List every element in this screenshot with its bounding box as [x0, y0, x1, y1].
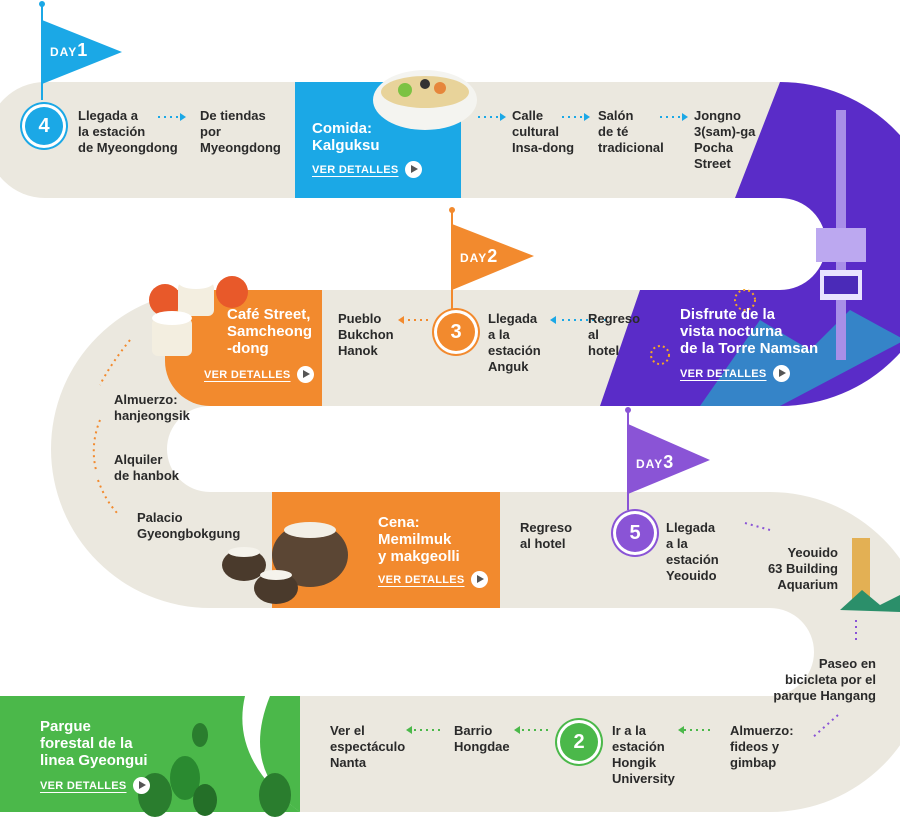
stop-hanbok-rental: Alquiler de hanbok: [114, 452, 180, 483]
forest-details-link[interactable]: VER DETALLES: [40, 777, 150, 794]
namsan-card-title: Disfrute de la vista nocturna de la Torr…: [680, 306, 819, 357]
stop-nanta: Ver el espectáculo Nanta: [330, 723, 406, 770]
day1-flag-number: 1: [77, 40, 89, 60]
day1-step-badge: 4: [25, 107, 63, 145]
stop-hangang-bike: Paseo en bicicleta por el parque Hangang: [773, 656, 876, 703]
stop-jongno-pocha: Jongno 3(sam)-ga Pocha Street: [694, 108, 756, 171]
63-building-illustration: [840, 538, 900, 612]
forest-card-bg: [0, 696, 300, 812]
stop-myeongdong-station: Llegada a la estación de Myeongdong: [78, 108, 178, 155]
stop-bukchon-hanok: Pueblo Bukchon Hanok: [338, 311, 394, 358]
bingsu-illustration: [149, 275, 248, 356]
cafe-card-title: Café Street, Samcheong -dong: [227, 306, 313, 357]
day1-flag-day: DAY: [50, 45, 78, 59]
stop-insadong: Calle cultural Insa-dong: [512, 108, 575, 155]
stop-63-aquarium: Yeouido 63 Building Aquarium: [767, 545, 838, 592]
play-icon: [404, 161, 422, 178]
namsan-night-card-bg: [600, 82, 900, 406]
day2-flag-label: DAY2: [460, 246, 498, 267]
stop-return-hotel: Regreso al hotel: [588, 311, 641, 358]
kalguksu-card-title: Comida: Kalguksu: [312, 120, 380, 154]
dinner-details-label: VER DETALLES: [378, 573, 465, 586]
day1-flag: [39, 1, 122, 100]
namsan-details-link[interactable]: VER DETALLES: [680, 365, 790, 382]
namsan-details-label: VER DETALLES: [680, 367, 767, 380]
stop-hongdae: Barrio Hongdae: [454, 723, 510, 754]
day2-flag-day: DAY: [460, 251, 488, 265]
play-icon: [132, 777, 150, 794]
day3-step-badge-5: 5: [616, 514, 654, 552]
play-icon: [470, 571, 488, 588]
stop-yeouido-station: Llegada a la estación Yeouido: [666, 520, 719, 583]
day3-step-badge-2: 2: [560, 723, 598, 761]
forest-card-title: Pargue forestal de la linea Gyeongui: [40, 718, 148, 769]
stop-hongik-station: Ir a la estación Hongik University: [612, 723, 675, 786]
stop-lunch-noodles: Almuerzo: fideos y gimbap: [730, 723, 794, 770]
kalguksu-details-label: VER DETALLES: [312, 163, 399, 176]
stop-anguk-station: Llegada a la estación Anguk: [488, 311, 541, 374]
cafe-card-bg: [165, 290, 322, 406]
stop-lunch-hanjeongsik: Almuerzo: hanjeongsik: [114, 392, 190, 423]
kalguksu-details-link[interactable]: VER DETALLES: [312, 161, 422, 178]
makgeolli-pot-illustration: [222, 522, 348, 604]
day3-arrows: [744, 522, 857, 739]
day2-arrows: [92, 319, 428, 515]
forest-details-label: VER DETALLES: [40, 779, 127, 792]
dinner-card-title: Cena: Memilmuk y makgeolli: [378, 514, 460, 565]
stop-return-hotel-2: Regreso al hotel: [520, 520, 573, 551]
day3-flag-day: DAY: [636, 457, 664, 471]
cafe-details-link[interactable]: VER DETALLES: [204, 366, 314, 383]
day2-flag-number: 2: [487, 246, 499, 266]
play-icon: [296, 366, 314, 383]
day3-flag: [625, 407, 710, 510]
day2-flag: [449, 207, 534, 310]
stop-myeongdong-shopping: De tiendas por Myeongdong: [200, 108, 281, 155]
play-icon: [772, 365, 790, 382]
stop-gyeongbokgung: Palacio Gyeongbokgung: [137, 510, 241, 541]
day3-flag-number: 3: [663, 452, 675, 472]
day1-flag-label: DAY1: [50, 40, 88, 61]
day2-step-badge: 3: [437, 313, 475, 351]
cafe-details-label: VER DETALLES: [204, 368, 291, 381]
dinner-details-link[interactable]: VER DETALLES: [378, 571, 488, 588]
day1-arrows: [158, 116, 682, 321]
stop-tea-house: Salón de té tradicional: [598, 108, 664, 155]
noodle-bowl-illustration: [373, 70, 477, 130]
day3-flag-label: DAY3: [636, 452, 674, 473]
